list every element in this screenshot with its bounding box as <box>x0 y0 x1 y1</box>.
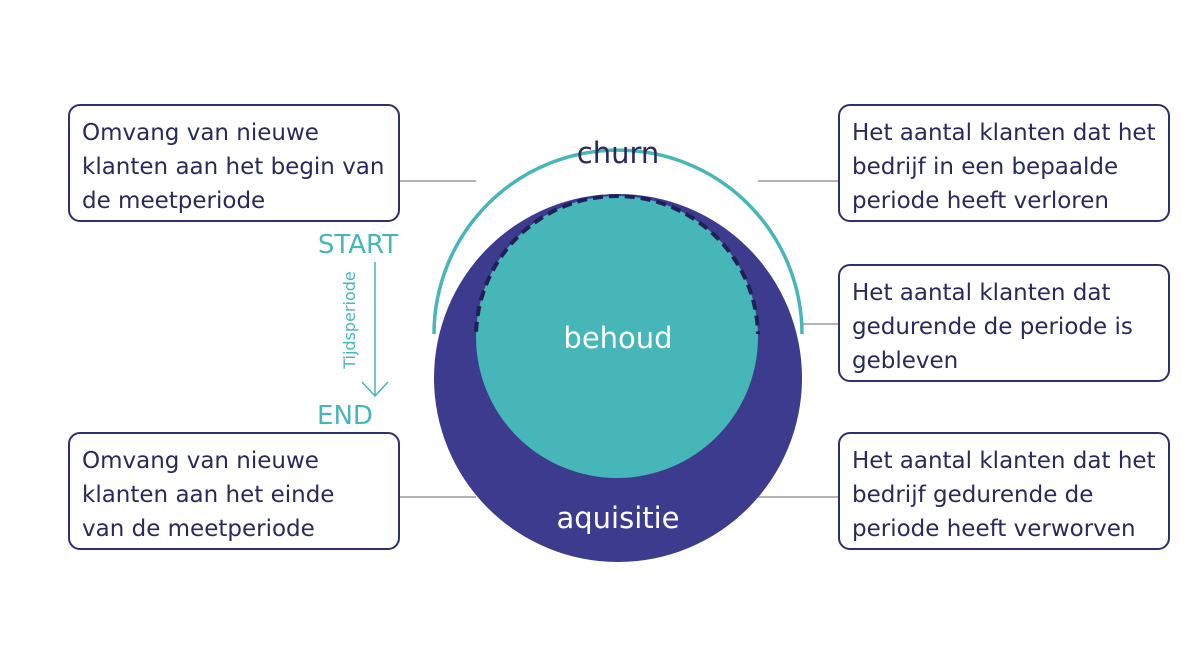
description-box-middle-right: Het aantal klanten dat gedurende de peri… <box>838 264 1170 382</box>
behoud-dashed-outline <box>474 194 760 334</box>
tijdsperiode-label: Tijdsperiode <box>340 271 359 369</box>
behoud-label: behoud <box>563 321 672 355</box>
churn-label: churn <box>577 136 660 170</box>
description-box-bottom-left: Omvang van nieuwe klanten aan het einde … <box>68 432 400 550</box>
description-box-top-left: Omvang van nieuwe klanten aan het begin … <box>68 104 400 222</box>
description-box-bottom-right: Het aantal klanten dat het bedrijf gedur… <box>838 432 1170 550</box>
behoud-circle <box>476 196 758 478</box>
churn-circle <box>432 148 804 335</box>
description-box-top-right: Het aantal klanten dat het bedrijf in ee… <box>838 104 1170 222</box>
aquisitie-label: aquisitie <box>556 501 679 535</box>
time-arrow-head <box>361 381 389 398</box>
start-label: START <box>318 230 398 260</box>
end-label: END <box>317 401 373 431</box>
